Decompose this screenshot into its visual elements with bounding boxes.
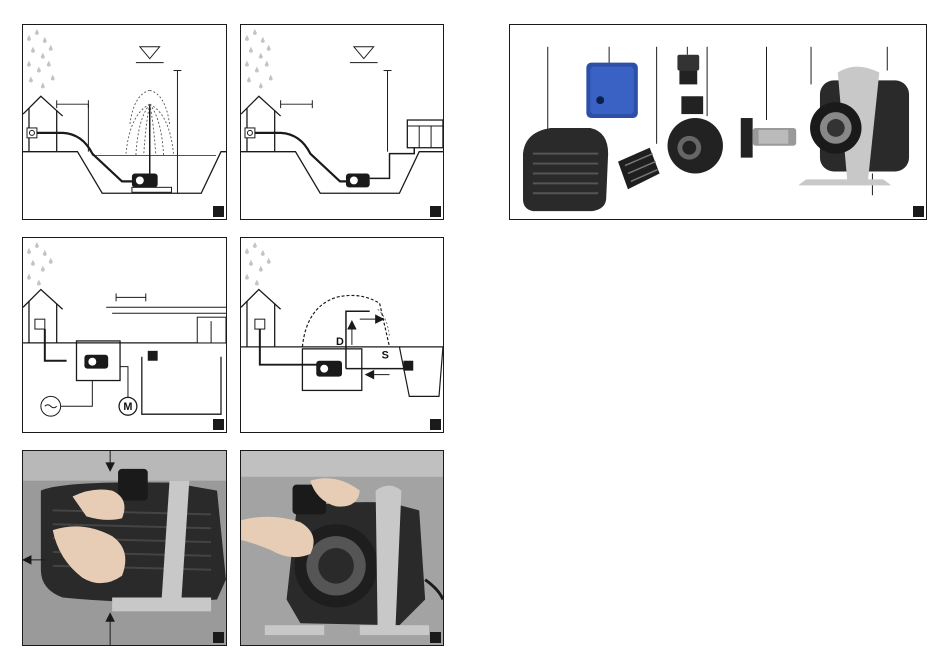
panel-fountain-installation xyxy=(22,24,227,220)
filter-box-icon xyxy=(407,120,443,148)
strainer-cover xyxy=(523,128,608,211)
panel-marker xyxy=(430,419,441,430)
socket-icon xyxy=(245,128,255,138)
impeller-rotor xyxy=(741,118,796,158)
house-icon xyxy=(241,96,281,151)
remove-cover-photo xyxy=(23,451,226,645)
panel-marker xyxy=(213,632,224,643)
panel-dry-installation: M xyxy=(22,237,227,433)
meter-label: M xyxy=(123,401,132,413)
water-level-icon xyxy=(350,47,378,63)
panel-photo-open-housing xyxy=(240,450,444,646)
panel-marker xyxy=(430,206,441,217)
socket-icon xyxy=(255,319,265,329)
panel-waterfall-installation: D S xyxy=(240,237,444,433)
panel-marker xyxy=(213,419,224,430)
components-photo xyxy=(510,25,926,219)
pump-icon xyxy=(346,173,370,187)
foam-filter xyxy=(586,63,637,118)
rain-icon xyxy=(27,242,53,286)
socket-icon xyxy=(27,128,37,138)
hose-connector xyxy=(677,55,699,85)
pump-icon xyxy=(84,355,108,369)
fountain-diagram xyxy=(23,25,226,219)
panel-filter-installation xyxy=(240,24,444,220)
panel-photo-remove-cover xyxy=(22,450,227,646)
dry-install-diagram: M xyxy=(23,238,226,432)
water-level-icon xyxy=(136,47,164,63)
panel-marker xyxy=(913,206,924,217)
suction-side-label: S xyxy=(382,350,389,362)
socket-icon xyxy=(35,319,45,329)
rain-icon xyxy=(245,29,273,88)
pump-housing-front xyxy=(668,96,723,173)
pressure-side-label: D xyxy=(336,336,344,348)
rain-icon xyxy=(245,242,271,286)
rain-icon xyxy=(27,29,55,88)
pump-icon xyxy=(132,173,158,187)
filter-box-icon xyxy=(197,317,226,343)
inlet-sieve xyxy=(618,148,660,190)
panel-marker xyxy=(430,632,441,643)
waterfall-diagram: D S xyxy=(241,238,443,432)
panel-pump-components xyxy=(509,24,927,220)
open-housing-photo xyxy=(241,451,443,645)
pump-motor xyxy=(798,67,909,186)
flow-meter-icon: M xyxy=(119,397,137,415)
house-icon xyxy=(23,289,63,342)
pump-icon xyxy=(316,361,342,377)
filter-diagram xyxy=(241,25,443,219)
panel-marker xyxy=(213,206,224,217)
